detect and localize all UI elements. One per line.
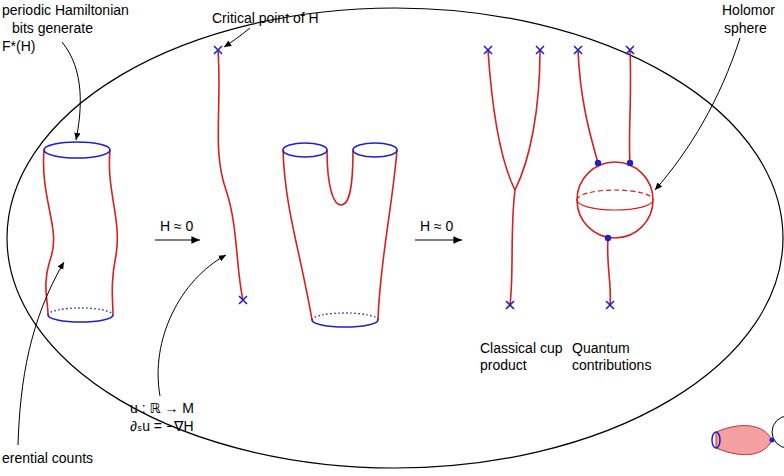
label-text: u : ℝ → M (130, 400, 194, 417)
limit-arrow (415, 239, 462, 240)
label-text: F*(H) (2, 38, 35, 55)
label-text: Quantum contributions (572, 340, 672, 374)
y-tree (488, 50, 540, 305)
label-text: Holomor (722, 2, 775, 19)
label-text: ∂ₛu = −∇H (130, 418, 194, 435)
label-text: Classical cup product (480, 340, 570, 374)
label-text: periodic Hamiltonian (2, 2, 129, 19)
label-text: sphere (724, 20, 767, 37)
cap-fragment (712, 416, 784, 455)
label-text: Critical point of H (212, 10, 319, 27)
quantum-tree (577, 50, 653, 305)
label-text: erential counts (2, 450, 93, 467)
label-text: bits generate (12, 20, 93, 37)
flow-line (218, 50, 243, 300)
cylinder (44, 142, 118, 322)
critical-point-marks (214, 46, 634, 309)
limit-arrow (155, 239, 200, 240)
region-ellipse (7, 8, 783, 468)
leader-lines (18, 28, 740, 445)
pair-of-pants (283, 143, 397, 327)
label-text: H ≈ 0 (420, 218, 453, 235)
label-text: H ≈ 0 (160, 218, 193, 235)
